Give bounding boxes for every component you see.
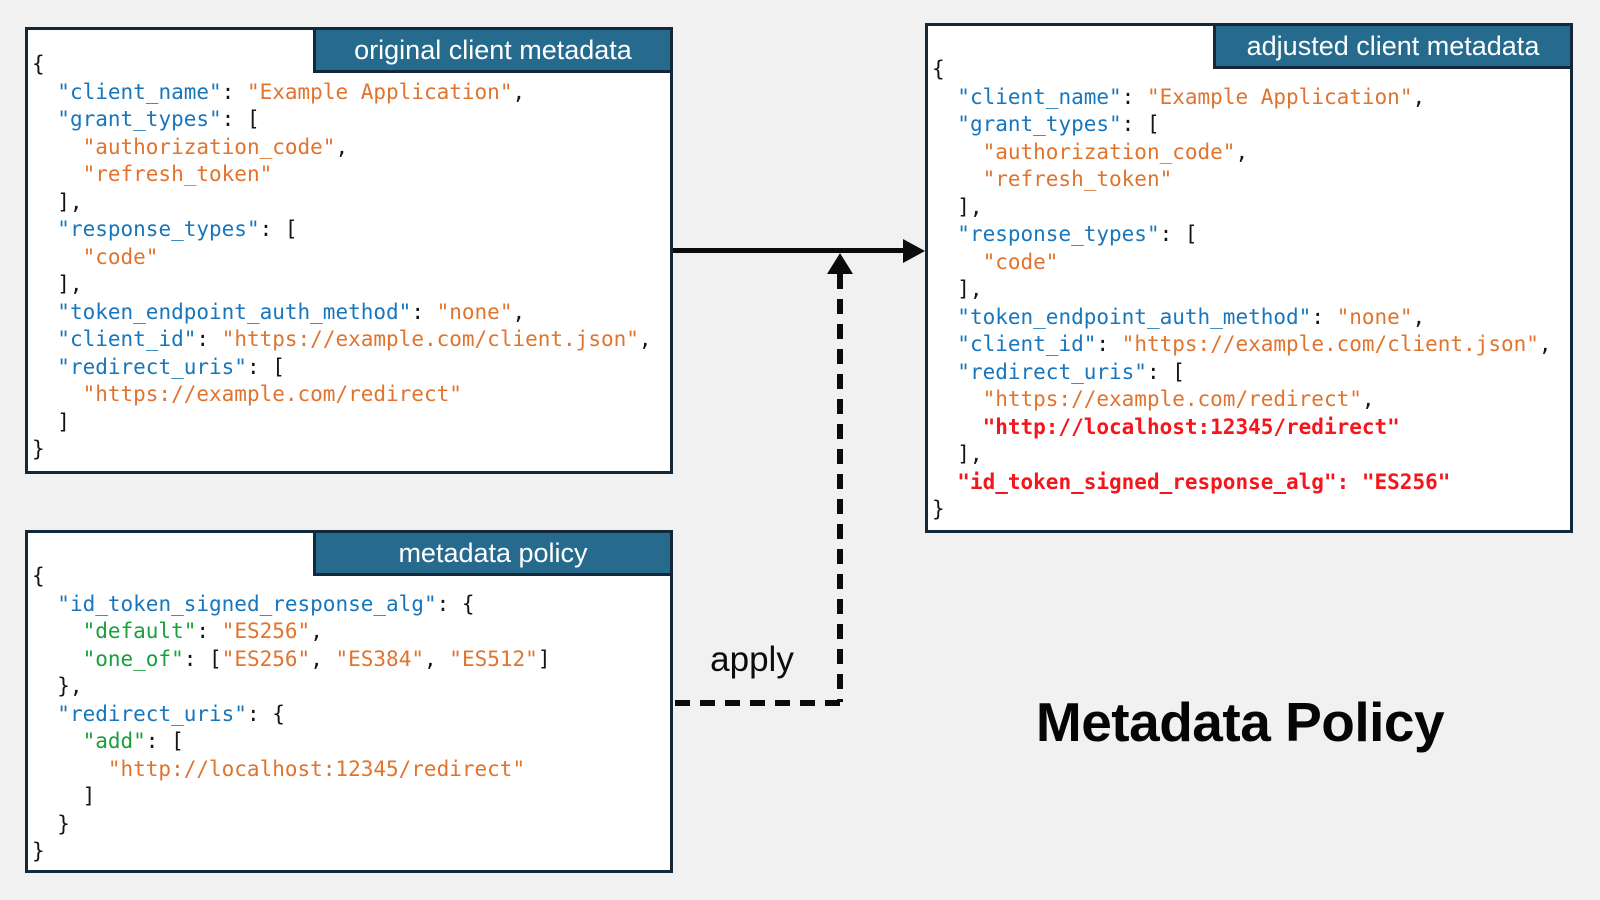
- apply-arrow-horizontal-line: [675, 700, 840, 706]
- original-client-metadata-header: original client metadata: [313, 27, 673, 73]
- apply-arrow-vertical-line: [837, 274, 843, 702]
- transform-arrow-line: [673, 248, 905, 253]
- metadata-policy-code: { "id_token_signed_response_alg": { "def…: [32, 564, 551, 863]
- adjusted-client-metadata-header: adjusted client metadata: [1213, 23, 1573, 69]
- transform-arrow-head-icon: [903, 239, 925, 263]
- metadata-policy-box: metadata policy { "id_token_signed_respo…: [25, 530, 673, 873]
- original-client-metadata-code: { "client_name": "Example Application", …: [32, 52, 652, 461]
- diagram-title: Metadata Policy: [1035, 691, 1445, 753]
- adjusted-client-metadata-code: { "client_name": "Example Application", …: [932, 57, 1552, 521]
- apply-arrow-head-icon: [827, 253, 853, 274]
- adjusted-client-metadata-box: adjusted client metadata { "client_name"…: [925, 23, 1573, 533]
- metadata-policy-header: metadata policy: [313, 530, 673, 576]
- apply-label: apply: [710, 640, 794, 679]
- original-client-metadata-box: original client metadata { "client_name"…: [25, 27, 673, 474]
